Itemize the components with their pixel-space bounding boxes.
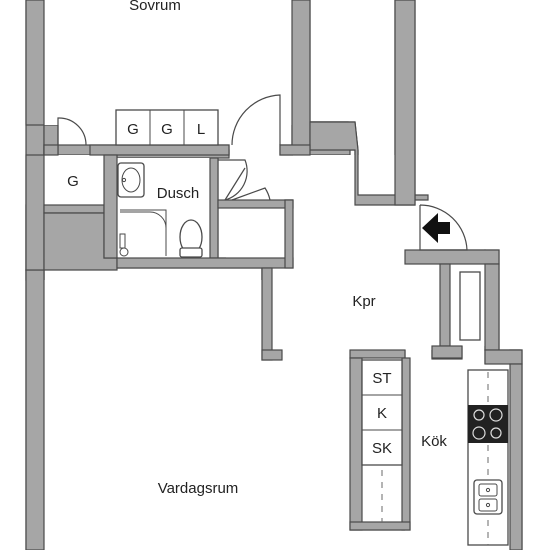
shower-icon (119, 209, 167, 257)
closet-row-frame (115, 109, 219, 146)
sink-icon (473, 479, 503, 515)
wall-bath-left-overlay (103, 154, 118, 259)
door-entrance (419, 204, 468, 251)
wall-closet-bottom (43, 204, 105, 214)
door-bathroom (218, 159, 248, 201)
closet-label-g-left: G (67, 173, 79, 190)
walls-overlay (25, 0, 523, 550)
closet-label-l: L (197, 121, 205, 138)
wall-left-mid (25, 154, 45, 271)
closet-label-st: ST (372, 370, 391, 387)
interiors (44, 0, 510, 550)
doors (57, 94, 481, 341)
kitchen-closet-frame (361, 359, 403, 466)
washbasin-icon (117, 162, 145, 198)
entrance-arrow-icon (422, 213, 450, 243)
wall-bedroom-right-top (291, 0, 311, 151)
wall-stub-foot (261, 349, 283, 361)
room-sovrum (44, 0, 292, 125)
wall-bottom-a (43, 144, 59, 156)
wall-kitchen-top-left-overlay (431, 345, 463, 359)
wall-right-upper-overlay (394, 0, 416, 206)
closet-label-g1: G (127, 121, 139, 138)
wall-left-bottom (25, 269, 45, 550)
wall-closet2-right-overlay (284, 199, 294, 269)
room-label-vardagsrum: Vardagsrum (158, 480, 239, 497)
closet-label-sk: SK (372, 440, 392, 457)
wall-bath-right-overlay (209, 157, 219, 259)
kitchen-closets: ST K SK (361, 359, 403, 522)
wall-island-left (349, 357, 363, 531)
closet-left (44, 155, 104, 205)
wall-island-right (401, 357, 411, 531)
closet-label-g2: G (161, 121, 173, 138)
wall-left-top (25, 0, 45, 126)
toilet-icon (179, 219, 203, 258)
closet-label-k: K (377, 405, 387, 422)
room-label-kok: Kök (421, 433, 447, 450)
door-closet-small (231, 187, 271, 201)
wall-bath-bottom-overlay (116, 257, 294, 269)
bathroom-fixtures (117, 162, 203, 258)
door-bedroom (231, 94, 281, 146)
closet-small (226, 208, 285, 258)
wall-stub-overlay (261, 267, 273, 361)
wall-kitchen-top-right-overlay (484, 349, 523, 365)
room-label-sovrum: Sovrum (129, 0, 181, 14)
wall-entrance-right-overlay (484, 263, 500, 351)
wall-kitchen-left-overlay (439, 263, 451, 347)
entrance-shelf (459, 271, 481, 341)
wall-island-bottom (349, 521, 411, 531)
wall-bottom-c (279, 144, 311, 156)
wall-island-top (349, 349, 406, 359)
wall-entrance-bottom-overlay (404, 249, 500, 265)
room-label-dusch: Dusch (157, 185, 200, 202)
wall-closet2-top (217, 199, 294, 209)
wall-right-outer-overlay (509, 363, 523, 550)
door-closet-left (57, 117, 87, 146)
closet-row-top: G G L (115, 109, 219, 146)
room-label-kpr: Kpr (352, 293, 375, 310)
kitchen-counter (467, 369, 509, 546)
stove-icon (468, 405, 508, 443)
wall-bottom-b (89, 144, 230, 156)
